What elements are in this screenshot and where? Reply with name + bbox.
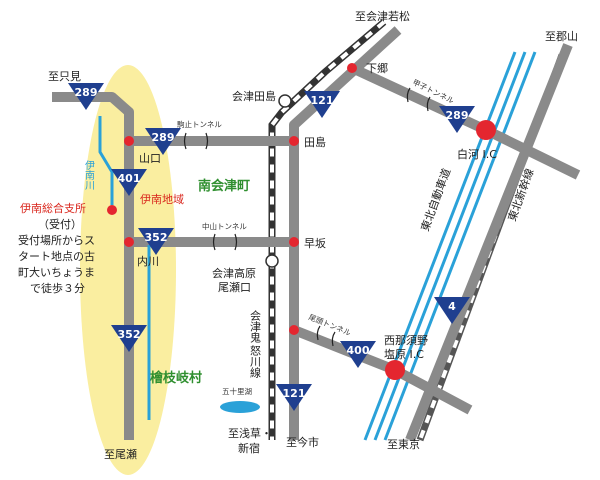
label-to-aizu-wakamatsu: 至会津若松 bbox=[355, 9, 410, 23]
shirakawa-ic-marker bbox=[476, 120, 496, 140]
label-to-imaichi: 至今市 bbox=[286, 435, 319, 449]
route-289-shield-a: 289 bbox=[68, 83, 104, 110]
stations bbox=[265, 94, 292, 268]
label-reception: （受付） bbox=[38, 218, 82, 231]
label-aizu-tajima: 会津田島 bbox=[232, 89, 276, 103]
inan-river bbox=[98, 116, 151, 420]
route-289-shield-c: 289 bbox=[439, 106, 475, 133]
label-to-oze: 至尾瀬 bbox=[104, 447, 137, 461]
label-aizukogen-2: 尾瀬口 bbox=[218, 280, 251, 294]
label-uchikawa: 内川 bbox=[137, 254, 159, 268]
label-shirakawa-ic: 白河 I.C bbox=[457, 147, 497, 161]
office-note-line-3: 町大いちょうま bbox=[18, 265, 95, 279]
label-to-shinjuku: 新宿 bbox=[238, 441, 260, 455]
label-gojuri-lake: 五十里湖 bbox=[222, 386, 252, 396]
label-hayasaka: 早坂 bbox=[304, 237, 326, 250]
label-to-koriyama: 至郡山 bbox=[545, 30, 578, 43]
label-aizukogen-1: 会津高原 bbox=[212, 266, 256, 280]
route-121-shield-a: 121 bbox=[304, 91, 340, 118]
label-aizu-kinugawa-2: 怒川線 bbox=[249, 344, 262, 378]
route-289-shield-b: 289 bbox=[145, 128, 181, 155]
svg-text:121: 121 bbox=[283, 387, 306, 400]
label-nakayama-tunnel: 中山トンネル bbox=[202, 221, 247, 231]
route-401-shield: 401 bbox=[111, 169, 147, 196]
label-to-asakusa: 至浅草・ bbox=[228, 427, 272, 440]
svg-text:400: 400 bbox=[347, 344, 370, 357]
label-inan-area: 伊南地域 bbox=[140, 193, 184, 206]
route-400-shield: 400 bbox=[340, 341, 376, 368]
label-to-tokyo: 至東京 bbox=[387, 437, 420, 451]
svg-text:289: 289 bbox=[446, 109, 469, 122]
svg-text:121: 121 bbox=[311, 94, 334, 107]
label-to-tadami: 至只見 bbox=[48, 70, 81, 83]
label-shimogo: 下郷 bbox=[366, 61, 388, 75]
svg-text:4: 4 bbox=[448, 300, 456, 313]
office-note-line-2: タート地点の古 bbox=[18, 250, 95, 263]
svg-text:352: 352 bbox=[118, 328, 141, 341]
label-yamaguchi: 山口 bbox=[139, 152, 161, 165]
label-aizu-kinugawa-1: 会津鬼 bbox=[249, 310, 262, 343]
label-komayama-tunnel: 駒止トンネル bbox=[177, 119, 222, 129]
label-nishinasuno-1: 西那須野 bbox=[384, 334, 428, 347]
aizu-railway-line bbox=[268, 19, 387, 440]
route-shields: 289 289 289 401 352 352 121 121 bbox=[68, 83, 475, 411]
gojuri-lake bbox=[220, 401, 260, 413]
svg-text:289: 289 bbox=[152, 131, 175, 144]
route-4-shield: 4 bbox=[434, 297, 470, 324]
nishinasuno-ic-marker bbox=[385, 360, 405, 380]
route-352-shield-a: 352 bbox=[138, 228, 174, 255]
route-121-shield-b: 121 bbox=[276, 384, 312, 411]
label-nishinasuno-2: 塩原 I.C bbox=[384, 347, 424, 361]
place-markers bbox=[107, 63, 496, 380]
label-tajima: 田島 bbox=[304, 135, 326, 149]
svg-text:289: 289 bbox=[75, 86, 98, 99]
route-352-shield-b: 352 bbox=[111, 325, 147, 352]
label-minami-aizu: 南会津町 bbox=[198, 178, 250, 194]
office-note-line-1: 受付場所からス bbox=[18, 234, 95, 247]
svg-text:352: 352 bbox=[145, 231, 168, 244]
label-inan-office: 伊南総合支所 bbox=[20, 201, 86, 215]
svg-text:401: 401 bbox=[118, 172, 141, 185]
tunnel-marks bbox=[183, 87, 431, 347]
label-hinoemata: 檜枝岐村 bbox=[150, 370, 202, 386]
label-inan-river: 伊南川 bbox=[83, 160, 95, 190]
office-note-line-4: で徒歩３分 bbox=[30, 281, 85, 295]
